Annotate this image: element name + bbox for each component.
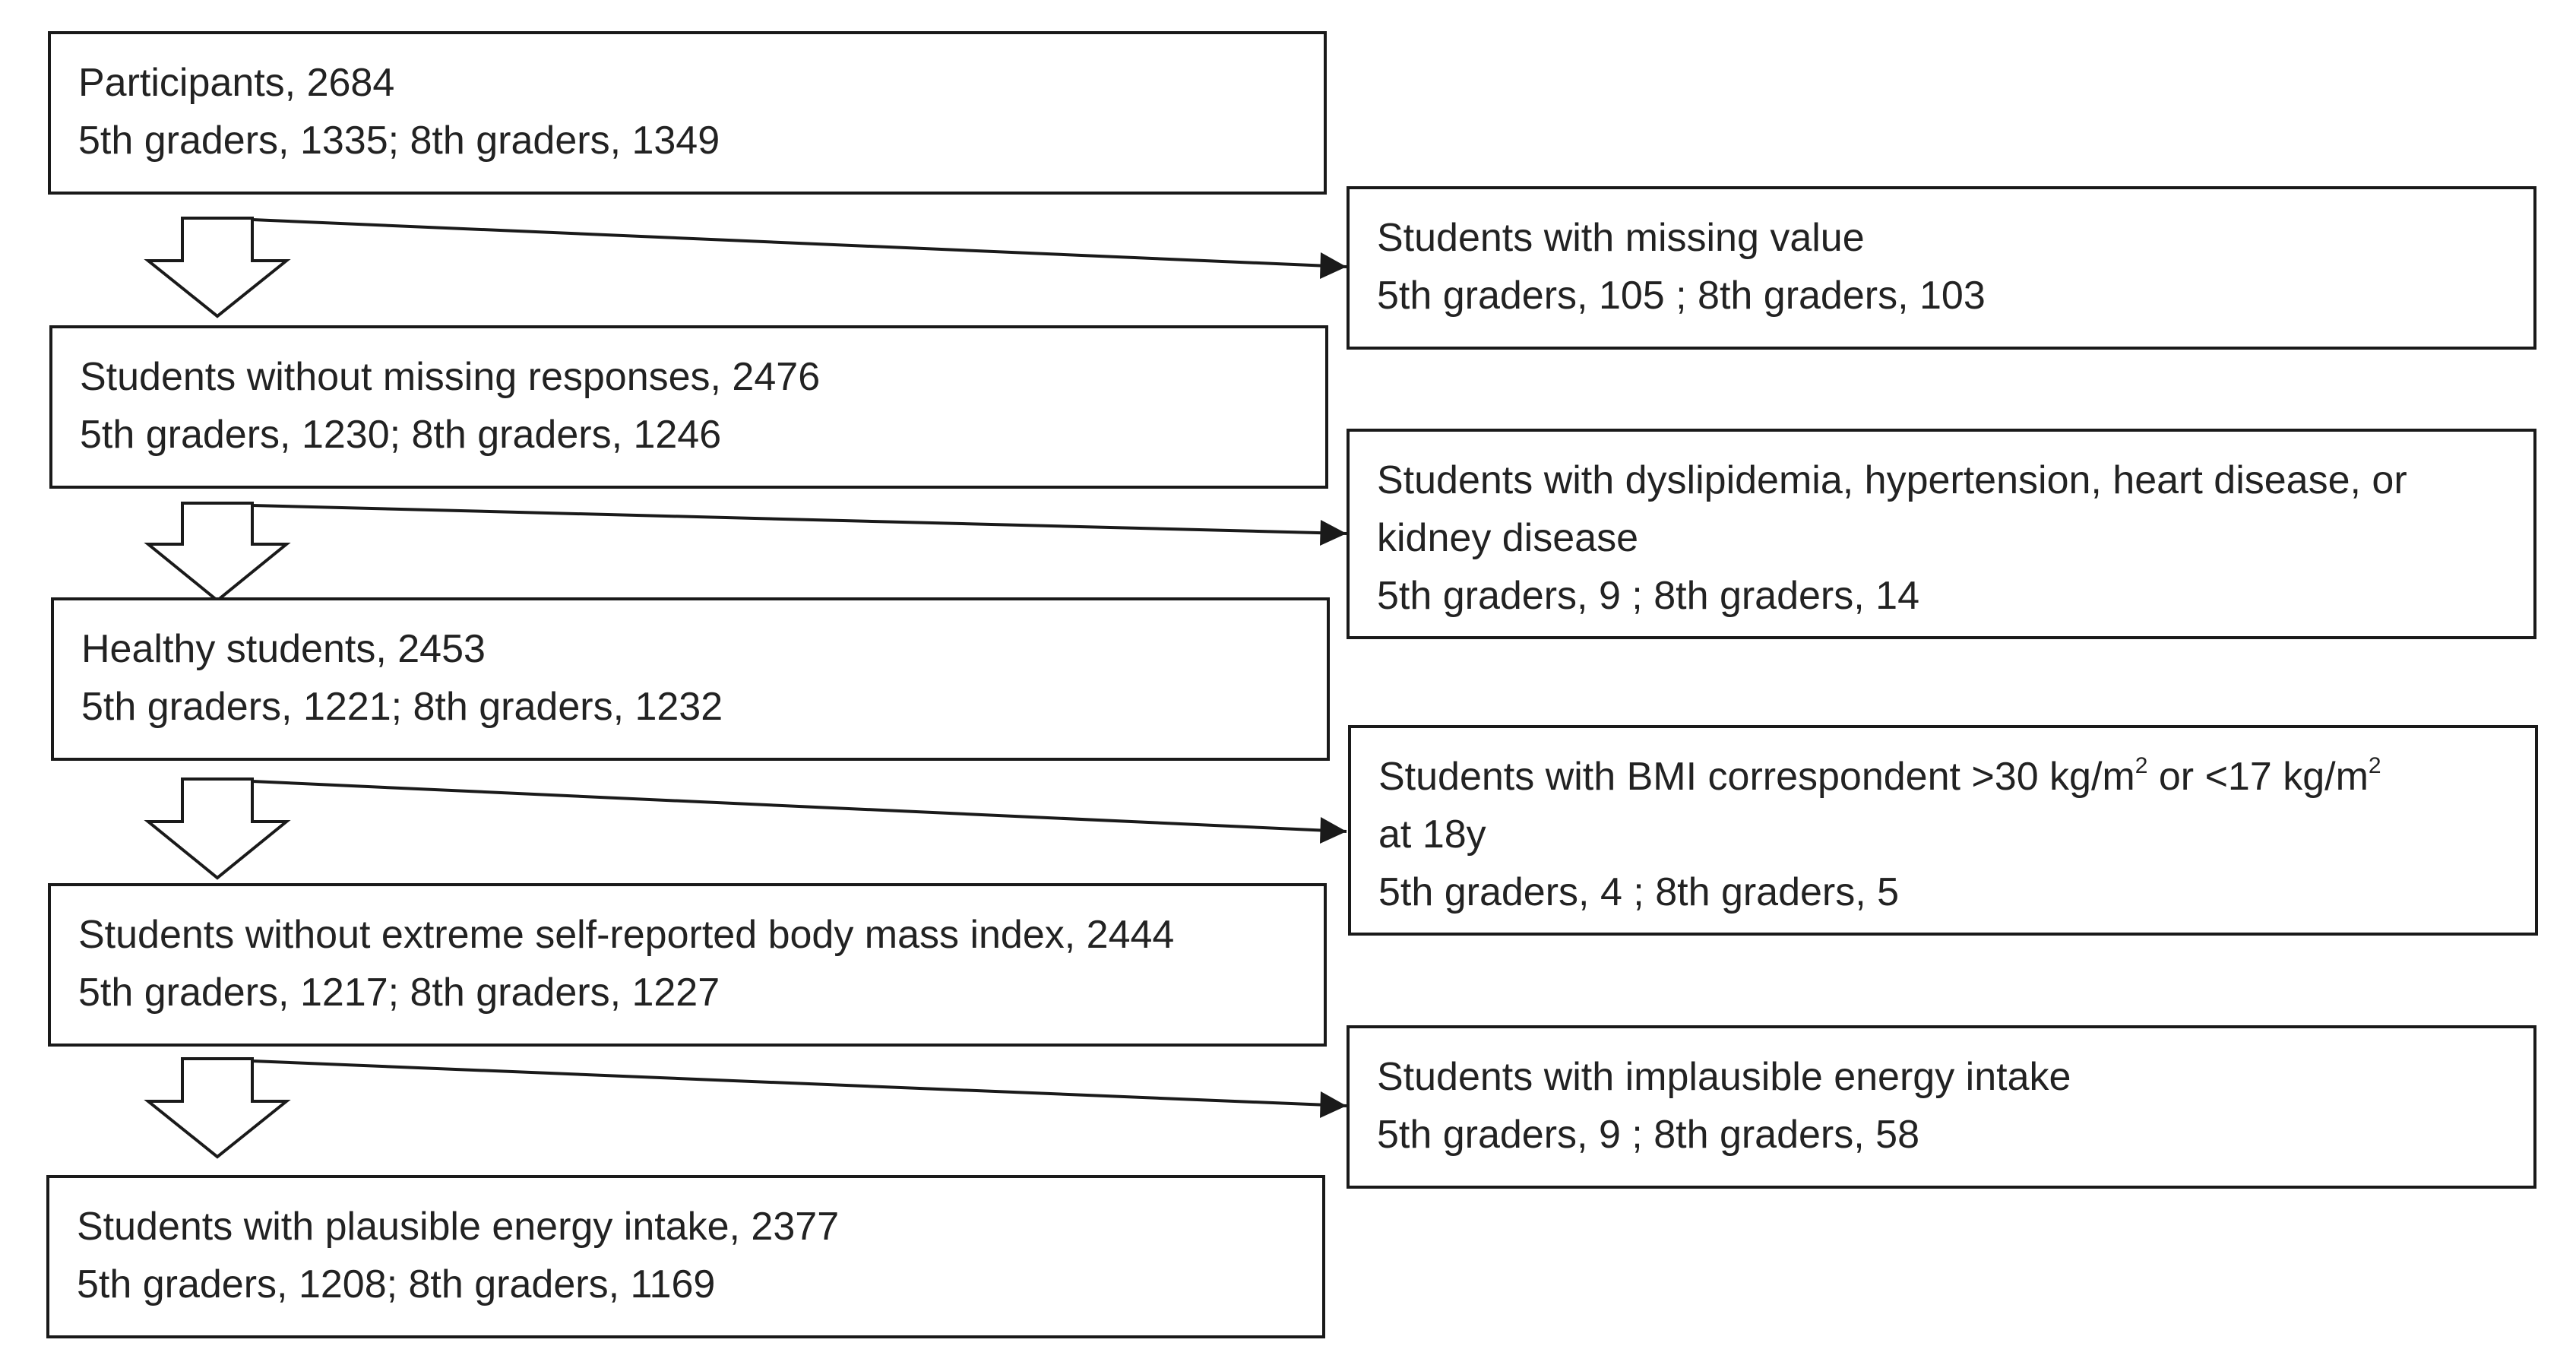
exclusion-implausible-energy-title: Students with implausible energy intake xyxy=(1377,1055,2071,1099)
healthy-students-box: Healthy students, 2453 5th graders, 1221… xyxy=(51,597,1330,761)
exclusion-missing-value-title: Students with missing value xyxy=(1377,216,1865,260)
exclusion-missing-value-box: Students with missing value 5th graders,… xyxy=(1347,186,2536,350)
exclusion-arrowhead-3 xyxy=(1320,817,1347,844)
healthy-students-title: Healthy students, 2453 xyxy=(81,627,486,671)
down-arrow-3 xyxy=(144,778,291,880)
exclusion-bmi-sup1: 2 xyxy=(2135,753,2148,778)
exclusion-arrowhead-2 xyxy=(1320,520,1347,546)
no-missing-responses-detail: 5th graders, 1230; 8th graders, 1246 xyxy=(80,413,722,457)
no-missing-responses-title: Students without missing responses, 2476 xyxy=(80,355,821,399)
exclusion-implausible-energy-box: Students with implausible energy intake … xyxy=(1347,1025,2536,1189)
exclusion-bmi-title-part1: Students with BMI correspondent >30 kg/m xyxy=(1378,755,2135,799)
down-arrow-2 xyxy=(144,502,291,603)
exclusion-arrow-2 xyxy=(252,504,1347,535)
exclusion-implausible-energy-detail: 5th graders, 9 ; 8th graders, 58 xyxy=(1377,1113,1919,1157)
healthy-students-detail: 5th graders, 1221; 8th graders, 1232 xyxy=(81,685,723,729)
plausible-energy-box: Students with plausible energy intake, 2… xyxy=(46,1175,1325,1338)
exclusion-bmi-title-line2: at 18y xyxy=(1378,812,1486,857)
exclusion-arrowhead-1 xyxy=(1320,252,1347,279)
exclusion-arrowhead-4 xyxy=(1320,1091,1347,1118)
exclusion-disease-box: Students with dyslipidemia, hypertension… xyxy=(1347,429,2536,639)
exclusion-disease-title-line1: Students with dyslipidemia, hypertension… xyxy=(1377,458,2407,502)
exclusion-disease-title-line2: kidney disease xyxy=(1377,516,1638,560)
exclusion-bmi-title-part2: or <17 kg/m xyxy=(2147,755,2369,799)
exclusion-bmi-title-line1: Students with BMI correspondent >30 kg/m… xyxy=(1378,748,2508,806)
plausible-energy-detail: 5th graders, 1208; 8th graders, 1169 xyxy=(77,1262,716,1306)
exclusion-disease-detail: 5th graders, 9 ; 8th graders, 14 xyxy=(1377,574,1919,618)
exclusion-bmi-detail: 5th graders, 4 ; 8th graders, 5 xyxy=(1378,870,1900,914)
no-extreme-bmi-box: Students without extreme self-reported b… xyxy=(48,883,1327,1047)
no-extreme-bmi-detail: 5th graders, 1217; 8th graders, 1227 xyxy=(78,971,720,1015)
participants-title: Participants, 2684 xyxy=(78,61,395,105)
exclusion-bmi-sup2: 2 xyxy=(2368,753,2381,778)
no-extreme-bmi-title: Students without extreme self-reported b… xyxy=(78,913,1175,957)
down-arrow-4 xyxy=(144,1057,291,1159)
exclusion-bmi-box: Students with BMI correspondent >30 kg/m… xyxy=(1348,725,2538,936)
participants-detail: 5th graders, 1335; 8th graders, 1349 xyxy=(78,119,720,163)
plausible-energy-title: Students with plausible energy intake, 2… xyxy=(77,1205,840,1249)
down-arrow-1 xyxy=(144,217,291,318)
exclusion-arrow-3 xyxy=(252,780,1347,833)
no-missing-responses-box: Students without missing responses, 2476… xyxy=(49,325,1328,489)
participants-box: Participants, 2684 5th graders, 1335; 8t… xyxy=(48,31,1327,195)
exclusion-arrow-1 xyxy=(252,218,1347,268)
exclusion-missing-value-detail: 5th graders, 105 ; 8th graders, 103 xyxy=(1377,274,1986,318)
exclusion-arrow-4 xyxy=(252,1059,1347,1107)
